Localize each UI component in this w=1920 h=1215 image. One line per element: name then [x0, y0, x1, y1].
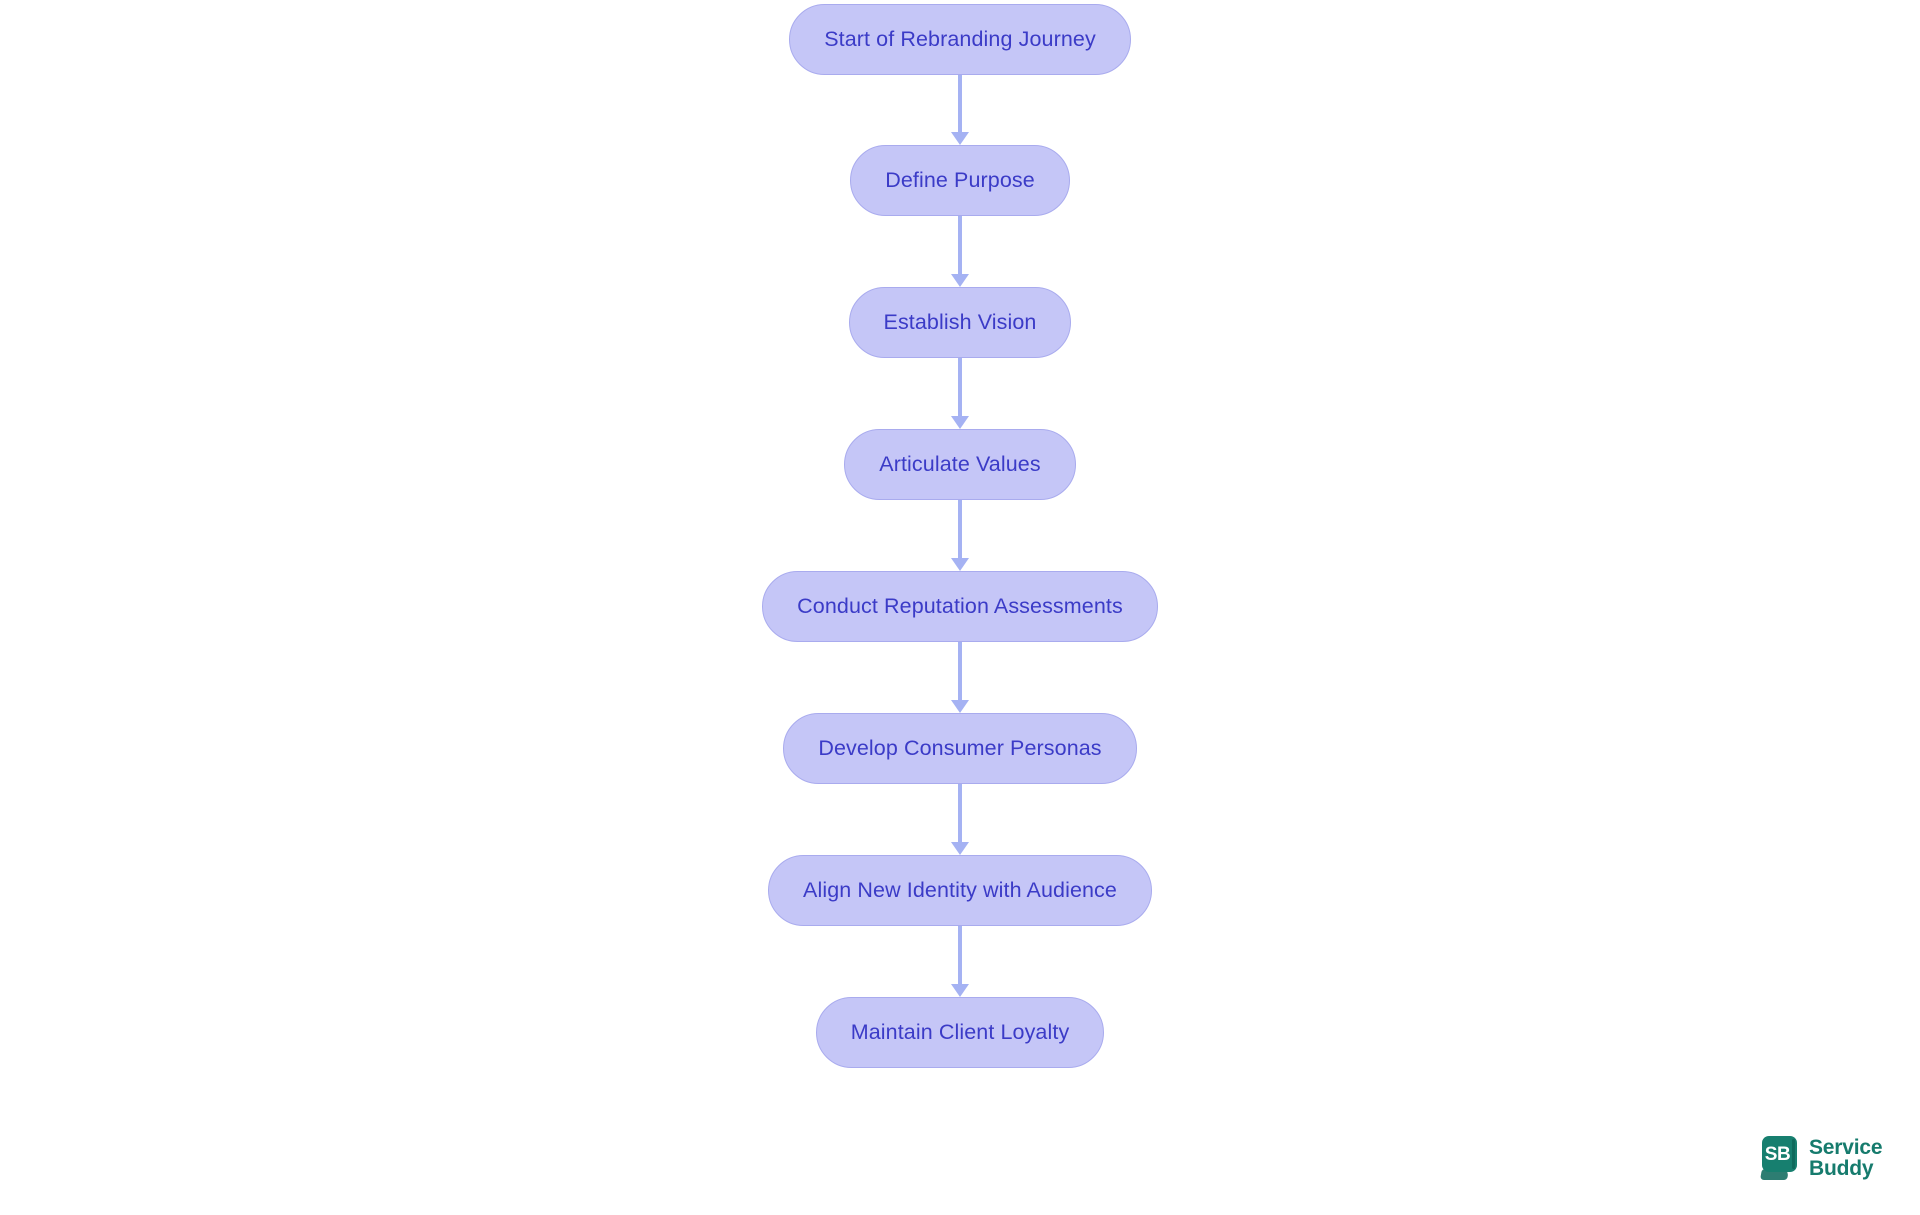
flow-node-label: Conduct Reputation Assessments: [797, 593, 1123, 618]
connector-line: [958, 358, 962, 417]
flow-node-develop-consumer-personas[interactable]: Develop Consumer Personas: [783, 713, 1137, 784]
flow-connector-n1-n2: [945, 75, 975, 145]
flow-connector-n7-n8: [945, 926, 975, 997]
connector-line: [958, 642, 962, 701]
flow-node-articulate-values[interactable]: Articulate Values: [844, 429, 1076, 500]
flow-connector-n5-n6: [945, 642, 975, 713]
flow-node-label: Start of Rebranding Journey: [824, 26, 1096, 51]
connector-line: [958, 75, 962, 133]
connector-line: [958, 500, 962, 559]
flow-node-align-new-identity-with-audience[interactable]: Align New Identity with Audience: [768, 855, 1152, 926]
connector-line: [958, 216, 962, 275]
flow-connector-n6-n7: [945, 784, 975, 855]
connector-line: [958, 926, 962, 985]
service-buddy-logo: SB Service Buddy: [1760, 1135, 1883, 1180]
connector-line: [958, 784, 962, 843]
flow-node-label: Maintain Client Loyalty: [850, 1019, 1070, 1044]
arrow-head-icon: [951, 842, 969, 855]
flow-node-label: Align New Identity with Audience: [803, 877, 1117, 902]
flow-connector-n4-n5: [945, 500, 975, 571]
flowchart-node-column: Start of Rebranding Journey Define Purpo…: [0, 4, 1920, 1068]
flow-node-start-of-rebranding-journey[interactable]: Start of Rebranding Journey: [789, 4, 1131, 75]
arrow-head-icon: [951, 558, 969, 571]
brand-word-line1: Service: [1809, 1135, 1883, 1159]
flow-node-maintain-client-loyalty[interactable]: Maintain Client Loyalty: [815, 997, 1105, 1068]
flow-node-establish-vision[interactable]: Establish Vision: [848, 287, 1072, 358]
badge-square-shape: SB: [1762, 1136, 1797, 1172]
flow-node-label: Establish Vision: [883, 309, 1037, 334]
arrow-head-icon: [951, 700, 969, 713]
flow-connector-n2-n3: [945, 216, 975, 287]
flow-connector-n3-n4: [945, 358, 975, 429]
flow-node-label: Articulate Values: [879, 451, 1041, 476]
brand-word-line2: Buddy: [1809, 1157, 1874, 1180]
arrow-head-icon: [951, 274, 969, 287]
arrow-head-icon: [951, 132, 969, 145]
service-buddy-badge-icon: SB: [1760, 1136, 1800, 1180]
badge-initials: SB: [1764, 1143, 1791, 1165]
arrow-head-icon: [951, 416, 969, 429]
brand-wordmark: Service Buddy: [1809, 1135, 1883, 1180]
flow-node-label: Define Purpose: [885, 167, 1035, 192]
flow-node-label: Develop Consumer Personas: [818, 735, 1102, 760]
flow-node-define-purpose[interactable]: Define Purpose: [850, 145, 1070, 216]
arrow-head-icon: [951, 984, 969, 997]
flow-node-conduct-reputation-assessments[interactable]: Conduct Reputation Assessments: [762, 571, 1158, 642]
